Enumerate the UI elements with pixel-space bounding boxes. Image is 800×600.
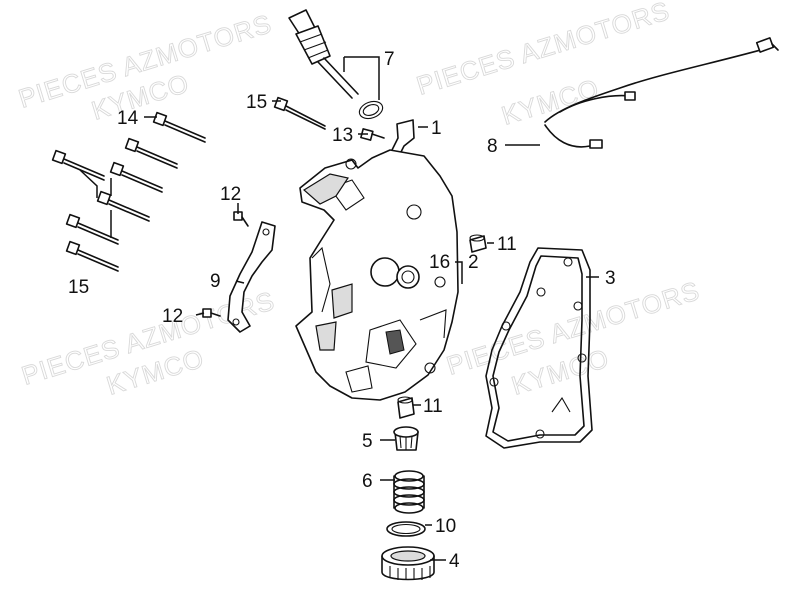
callout-14: 14: [117, 108, 139, 129]
callout-1: 1: [431, 118, 442, 139]
callout-11-bottom: 11: [423, 396, 443, 417]
cover-plate-part: [227, 221, 276, 333]
bolt-group-part: [51, 111, 206, 272]
callout-3: 3: [605, 268, 616, 289]
callout-6: 6: [362, 471, 373, 492]
callout-15-top: 15: [246, 92, 267, 113]
callout-labels: 7 1 13 15 14 12 9 12 15 8 11 16 2 3 11 5…: [68, 49, 616, 572]
callout-16: 16: [429, 252, 450, 273]
cable-harness-part: [544, 37, 779, 149]
callout-5: 5: [362, 431, 373, 452]
callout-4: 4: [449, 551, 460, 572]
callout-9: 9: [210, 271, 221, 292]
watermark-text: PIECES AZMOTORS: [413, 0, 673, 101]
crankcase-cover-part: [295, 149, 459, 401]
callout-13: 13: [332, 125, 353, 146]
oil-strainer-part: [393, 426, 419, 451]
spring-part: [393, 470, 425, 514]
callout-12-top: 12: [220, 184, 241, 205]
screw-part: [233, 211, 249, 227]
callout-15-bottom: 15: [68, 277, 89, 298]
dowel-pin-part: [469, 234, 487, 253]
callout-12-bottom: 12: [162, 306, 183, 327]
callout-10: 10: [435, 516, 456, 537]
oil-dipstick-part: [288, 9, 384, 120]
callout-7: 7: [384, 49, 395, 70]
callout-8: 8: [487, 136, 498, 157]
drain-cap-part: [381, 546, 435, 581]
callout-11-top: 11: [497, 234, 517, 255]
callout-2: 2: [468, 252, 479, 273]
dowel-pin-part: [397, 396, 415, 419]
watermark-text: KYMCO: [498, 73, 603, 131]
leader-lines: [144, 56, 599, 561]
bolt-part: [273, 96, 326, 130]
gasket-part: [485, 247, 593, 449]
o-ring-part: [386, 521, 426, 537]
